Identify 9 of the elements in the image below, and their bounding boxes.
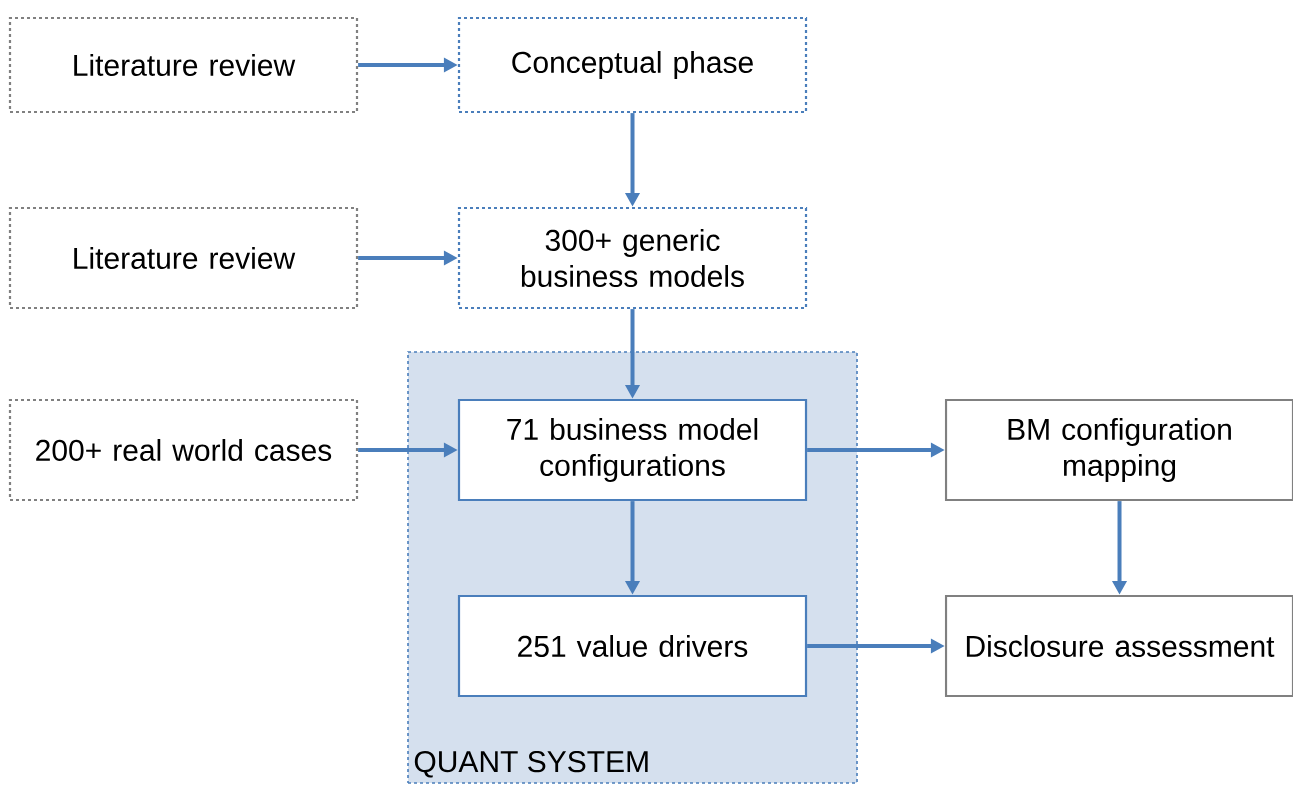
process-box: 200+ real world cases [8, 398, 359, 502]
process-box: Conceptual phase [457, 16, 808, 114]
process-box: BM configuration mapping [944, 398, 1293, 502]
process-box: 71 business model configurations [457, 398, 808, 502]
process-box: Disclosure assessment [944, 594, 1293, 698]
process-box: Literature review [8, 206, 359, 310]
process-box: 300+ generic business models [457, 206, 808, 310]
process-box: 251 value drivers [457, 594, 808, 698]
process-box: Literature review [8, 16, 359, 114]
